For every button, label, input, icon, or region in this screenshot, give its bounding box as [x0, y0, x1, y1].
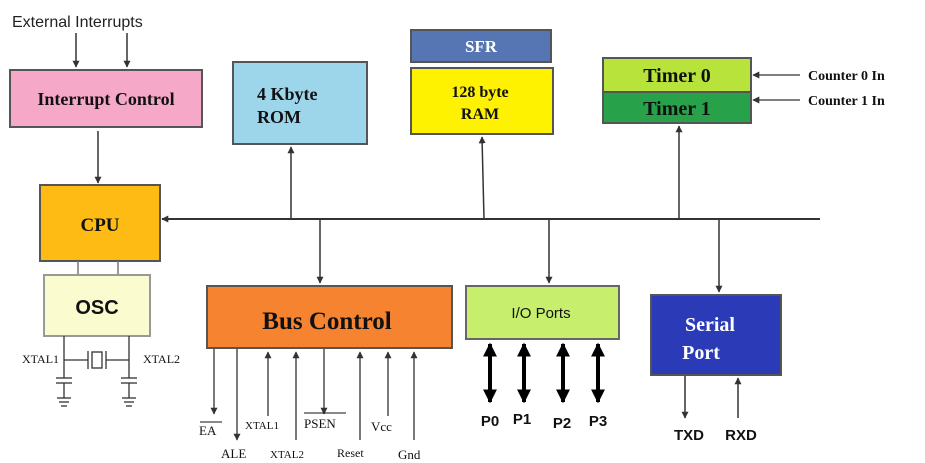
- sfr-block: [410, 29, 552, 63]
- serial-port-label-line2: Port: [682, 342, 720, 364]
- external-interrupts-label: External Interrupts: [12, 14, 143, 31]
- pin-xtal1-label: XTAL1: [245, 420, 279, 432]
- timer1-block: [602, 91, 752, 124]
- cpu-label: CPU: [80, 215, 119, 236]
- io-ports-label: I/O Ports: [511, 305, 570, 322]
- crystal-circuit: [56, 336, 137, 407]
- pin-reset-label: Reset: [337, 446, 364, 460]
- ram-label-line2: RAM: [461, 106, 499, 123]
- counter1-in-label: Counter 1 In: [808, 94, 885, 109]
- pin-ea-label: EA: [199, 423, 217, 438]
- txd-label: TXD: [674, 427, 704, 444]
- pin-gnd-label: Gnd: [398, 447, 421, 462]
- pin-xtal2-label: XTAL2: [270, 449, 304, 461]
- timer0-label: Timer 0: [643, 65, 711, 87]
- port-p2-label: P2: [553, 415, 571, 432]
- pin-psen-label: PSEN: [304, 416, 336, 431]
- osc-block: [43, 274, 151, 337]
- ram-label-line1: 128 byte: [451, 84, 508, 101]
- port-p0-label: P0: [481, 413, 499, 430]
- pin-vcc-label: Vcc: [371, 419, 392, 434]
- bus-to-ram-arrow: [478, 136, 486, 220]
- osc-label: OSC: [75, 297, 118, 319]
- rom-label-line2: ROM: [257, 107, 301, 127]
- port-p3-label: P3: [589, 413, 607, 430]
- cpu-block: [39, 184, 161, 262]
- xtal1-osc-label: XTAL1: [22, 352, 59, 366]
- xtal2-osc-label: XTAL2: [143, 352, 180, 366]
- port-p1-label: P1: [513, 411, 531, 428]
- io-ports-block: [465, 285, 620, 340]
- ram-block: [410, 67, 554, 135]
- bus-control-label: Bus Control: [262, 308, 391, 335]
- pin-ale-label: ALE: [221, 446, 246, 461]
- serial-port-label-line1: Serial: [685, 314, 735, 336]
- sfr-label: SFR: [465, 37, 498, 56]
- io-port-arrows: [483, 342, 605, 404]
- rxd-label: RXD: [725, 427, 757, 444]
- timer1-label: Timer 1: [643, 98, 711, 120]
- counter0-in-label: Counter 0 In: [808, 69, 885, 84]
- bus-control-block: [206, 285, 453, 349]
- interrupt-control-block: [9, 69, 203, 128]
- rom-block: [232, 61, 368, 145]
- bus-control-pin-lines: [210, 349, 418, 441]
- interrupt-control-label: Interrupt Control: [37, 89, 174, 109]
- rom-label-line1: 4 Kbyte: [257, 84, 318, 104]
- serial-port-block: [650, 294, 782, 376]
